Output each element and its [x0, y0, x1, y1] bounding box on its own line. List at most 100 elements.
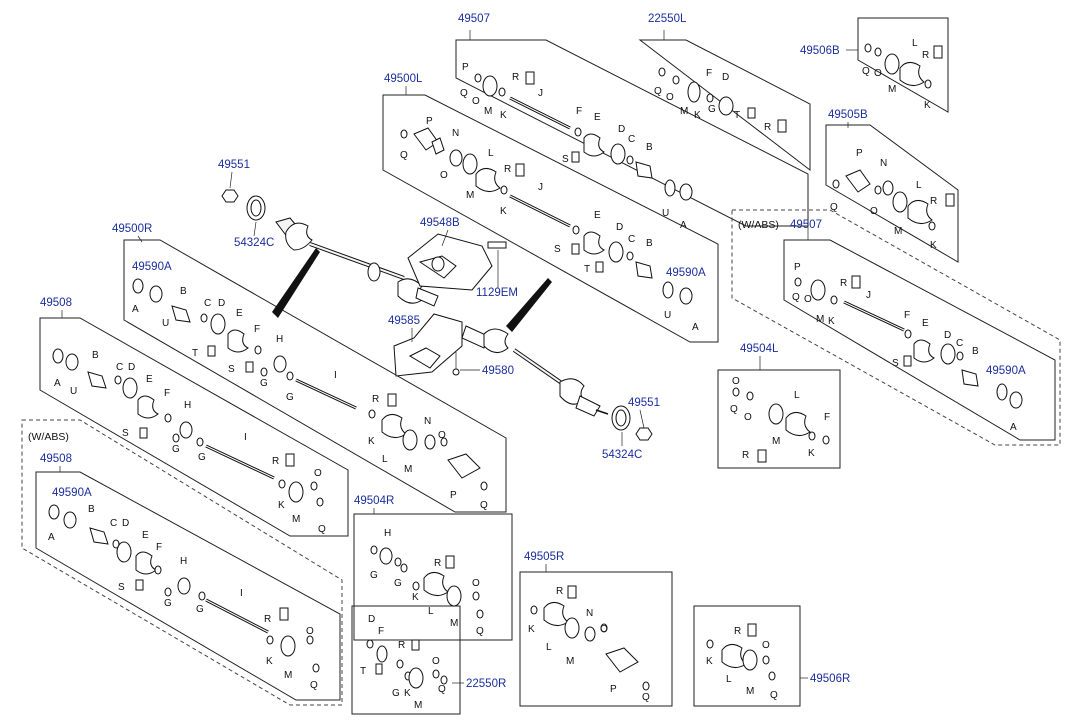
lower-center-drive-shaft	[461, 325, 609, 417]
letter-callout: F	[706, 68, 712, 79]
part-no-49580: 49580	[482, 365, 514, 377]
letter-callout: K	[528, 624, 535, 635]
letter-callout: R	[512, 72, 519, 83]
letter-callout: C	[110, 518, 117, 529]
hub-nut-washer-bottom	[611, 405, 653, 441]
letter-callout: K	[924, 100, 931, 111]
letter-callout: M	[414, 700, 422, 711]
letter-callout: M	[888, 84, 896, 95]
letter-callout: K	[368, 436, 375, 447]
letter-callout: R	[764, 122, 771, 133]
letter-callout: R	[398, 640, 405, 651]
letter-callout: L	[912, 38, 918, 49]
letter-callout: D	[122, 518, 129, 529]
part-no-49585: 49585	[388, 315, 420, 327]
letter-callout: O	[744, 412, 752, 423]
box-49505B	[825, 124, 959, 263]
letter-callout: Q	[310, 680, 318, 691]
letter-callout: U	[664, 310, 671, 321]
letter-callout: J	[866, 290, 871, 301]
letter-callout: G	[286, 392, 294, 403]
letter-callout: A	[680, 220, 687, 231]
part-no-49551-top: 49551	[218, 159, 250, 171]
letter-callout: O	[438, 430, 446, 441]
kit-box-outlines	[21, 17, 1061, 715]
part-no-54324C-top: 54324C	[234, 237, 274, 249]
box-49507-abs	[783, 239, 1056, 441]
part-no-49500L: 49500L	[384, 73, 423, 85]
box-49505R	[519, 571, 673, 707]
letter-callout: C	[628, 134, 635, 145]
letter-callout: O	[314, 468, 322, 479]
letter-callout: F	[576, 106, 582, 117]
letter-callout: E	[922, 318, 929, 329]
letter-callout: M	[466, 190, 474, 201]
letter-callout: P	[426, 116, 433, 127]
letter-callout: C	[204, 298, 211, 309]
letter-callout: O	[874, 68, 882, 79]
letter-callout: K	[404, 688, 411, 699]
pointer-wedge-right	[506, 278, 552, 332]
letter-callout: S	[118, 582, 125, 593]
letter-callout: Q	[770, 690, 778, 701]
part-no-49548B: 49548B	[420, 217, 460, 229]
letter-callout: C	[956, 338, 963, 349]
letter-callout: L	[428, 606, 434, 617]
letter-callout: D	[616, 222, 623, 233]
letter-callout: O	[804, 294, 812, 305]
letter-callout: K	[694, 110, 701, 121]
letter-callout: L	[382, 454, 388, 465]
letter-callout: F	[164, 388, 170, 399]
letter-callout: I	[244, 432, 247, 443]
letter-callout: D	[368, 614, 375, 625]
letter-callout: T	[734, 110, 740, 121]
letter-callout: G	[394, 578, 402, 589]
letter-callout: O	[472, 96, 480, 107]
letter-callout: K	[500, 110, 507, 121]
letter-callout: A	[692, 322, 699, 333]
letter-callout: F	[378, 626, 384, 637]
letter-callout: A	[132, 304, 139, 315]
letter-callout: F	[824, 412, 830, 423]
w-abs-tag-left: (W/ABS)	[28, 431, 69, 443]
box-49508-abs	[35, 471, 341, 701]
box-abs-outer-right	[731, 209, 1061, 446]
letter-callout: E	[594, 210, 601, 221]
letter-callout: B	[88, 504, 95, 515]
bracket-49585	[393, 313, 463, 377]
letter-callout: E	[146, 374, 153, 385]
letter-callout: Q	[400, 150, 408, 161]
leader-lines	[59, 30, 858, 684]
letter-callout: Q	[654, 86, 662, 97]
part-no-49506B: 49506B	[800, 45, 840, 57]
letter-callout: P	[856, 148, 863, 159]
letter-callout: K	[266, 656, 273, 667]
letter-callout: R	[504, 164, 511, 175]
part-no-22550R: 22550R	[466, 678, 506, 690]
letter-callout: Q	[438, 684, 446, 695]
part-no-49504L: 49504L	[740, 343, 779, 355]
letter-callout: N	[586, 608, 593, 619]
letter-callout: B	[972, 346, 979, 357]
part-no-49507-abs: 49507	[790, 219, 822, 231]
letter-callout: J	[538, 182, 543, 193]
letter-callout: U	[662, 208, 669, 219]
letter-callout: R	[922, 50, 929, 61]
part-no-49590A-right: 49590A	[986, 365, 1026, 377]
part-no-49508-abs: 49508	[40, 453, 72, 465]
letter-callout: E	[236, 308, 243, 319]
letter-callout: T	[360, 666, 366, 677]
letter-callout: K	[930, 240, 937, 251]
part-no-49506R: 49506R	[810, 673, 850, 685]
letter-callout: P	[462, 62, 469, 73]
letter-callout: O	[870, 206, 878, 217]
letter-callout: N	[424, 416, 431, 427]
letter-callout: D	[218, 298, 225, 309]
part-no-49505R: 49505R	[524, 551, 564, 563]
letter-callout: H	[180, 556, 187, 567]
letter-callout: L	[794, 390, 800, 401]
letter-callout: R	[734, 626, 741, 637]
box-22550R	[351, 605, 461, 715]
box-49506R	[693, 605, 801, 707]
letter-callout: H	[276, 334, 283, 345]
